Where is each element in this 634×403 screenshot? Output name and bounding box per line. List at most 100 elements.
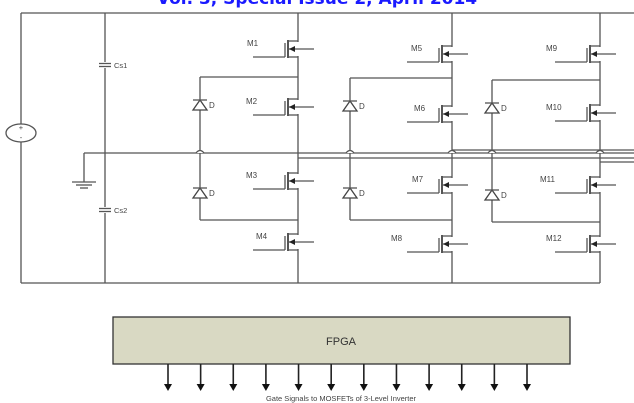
fpga-caption: Gate Signals to MOSFETs of 3-Level Inver… [266,394,417,403]
diode-triangle [483,101,501,114]
wire-hop [447,149,457,154]
arrow-head [196,384,205,391]
diode-icon: D [341,186,365,199]
diode-label: D [359,102,365,111]
diode-label: D [209,101,215,110]
fpga-label: FPGA [326,336,357,348]
arrow-head [359,384,368,391]
diode-triangle [341,99,359,112]
mosfet-label: M9 [546,44,558,53]
mosfet-arrow [443,241,449,247]
mosfet-icon: M6 [407,104,468,123]
arrow-head [457,384,466,391]
arrow-head [229,384,238,391]
diode-icon: D [483,101,507,114]
gate-signal-arrow-icon [359,364,368,391]
wire-hop [487,149,497,154]
mosfet-label: M3 [246,171,258,180]
mosfet-icon: M2 [246,97,314,116]
gate-signal-arrow-icon [490,364,499,391]
mosfet-icon: M3 [246,171,314,190]
arrow-head [523,384,531,391]
mosfet-label: M7 [412,175,424,184]
mosfet-label: M1 [247,39,259,48]
source-minus-sign: - [20,133,23,142]
mosfet-icon: M11 [540,175,616,194]
capacitor-cs2: Cs2 [99,206,127,215]
mosfet-arrow [443,51,449,57]
gate-signal-arrow-icon [229,364,238,391]
capacitor-gap [99,62,111,68]
arrow-head [392,384,401,391]
capacitor-label: Cs1 [114,61,127,70]
mosfet-label: M8 [391,234,403,243]
mosfet-icon: M1 [247,39,314,58]
fpga-box [112,316,571,365]
mosfet-arrow [591,110,597,116]
gate-signal-arrow-icon [294,364,303,391]
mosfet-icon: M7 [407,175,468,194]
mosfet-arrow [591,182,597,188]
gate-signal-arrow-icon [327,364,336,391]
gate-signal-arrow-icon [164,364,172,391]
gate-signal-arrow-icon [392,364,401,391]
mosfet-label: M2 [246,97,258,106]
wire-hop [595,149,605,154]
diode-label: D [359,189,365,198]
mosfet-icon: M10 [546,103,616,122]
mosfet-label: M4 [256,232,268,241]
mosfet-label: M11 [540,175,556,184]
gate-signal-arrow-icon [196,364,205,391]
capacitor-cs1: Cs1 [99,61,127,70]
arrow-head [425,384,434,391]
diode-triangle [191,186,209,199]
capacitor-gap [99,207,111,213]
diode-triangle [191,98,209,111]
gate-signal-arrow-icon [457,364,466,391]
diode-triangle [341,186,359,199]
arrow-head [164,384,172,391]
source-plus-sign: + [19,123,24,132]
mosfet-icon: M5 [407,44,468,63]
mosfet-arrow [289,178,295,184]
arrow-head [261,384,270,391]
gate-signal-arrow-icon [425,364,434,391]
source-circle [5,123,37,143]
ground-icon [72,181,96,189]
mosfet-arrow [289,104,295,110]
arrow-head [490,384,499,391]
journal-header: Vol. 3, Special Issue 2, April 2014 [0,0,634,9]
arrow-head [327,384,336,391]
mosfet-arrow [591,51,597,57]
diode-triangle [483,188,501,201]
mosfet-label: M5 [411,44,423,53]
diode-icon: D [191,186,215,199]
wire-hop [195,149,205,154]
mosfet-label: M6 [414,104,426,113]
capacitor-label: Cs2 [114,206,127,215]
mosfet-icon: M4 [253,232,314,251]
diode-label: D [501,104,507,113]
mosfet-label: M12 [546,234,562,243]
mosfet-arrow [591,241,597,247]
diode-label: D [501,191,507,200]
diode-icon: D [341,99,365,112]
diode-icon: D [191,98,215,111]
gate-signal-arrow-icon [523,364,531,391]
wire-hop [345,149,355,154]
mosfet-arrow [289,239,295,245]
mosfet-icon: M12 [546,234,616,253]
mosfet-icon: M8 [391,234,468,253]
mosfet-icon: M9 [546,44,616,63]
fpga-block: FPGA [112,316,571,365]
gate-signal-arrow-icon [261,364,270,391]
mosfet-arrow [443,111,449,117]
diode-icon: D [483,188,507,201]
mosfet-label: M10 [546,103,562,112]
diode-label: D [209,189,215,198]
mosfet-arrow [289,46,295,52]
mosfet-arrow [443,182,449,188]
dc-source-icon: +- [5,123,37,143]
arrow-head [294,384,303,391]
